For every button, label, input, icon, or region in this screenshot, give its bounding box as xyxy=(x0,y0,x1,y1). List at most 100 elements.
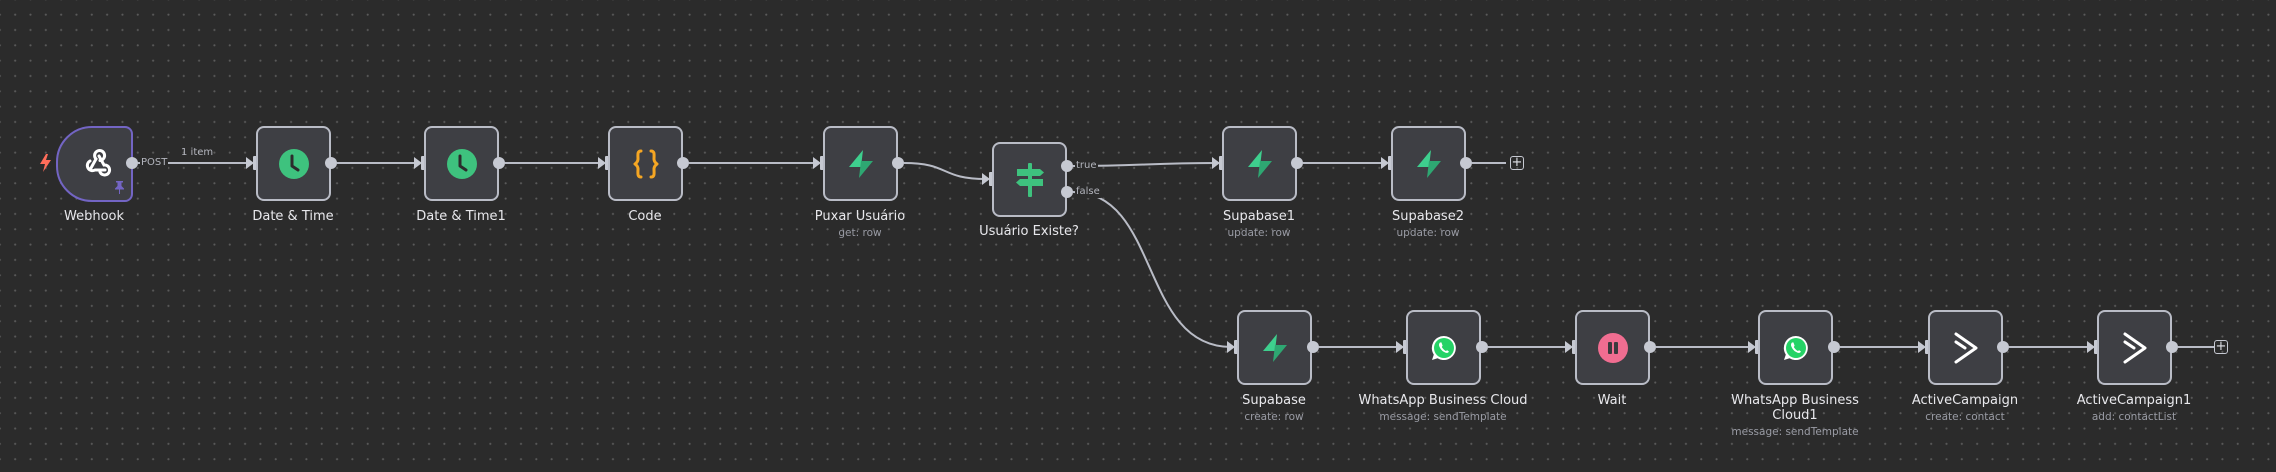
if-false-label: false xyxy=(1075,186,1101,198)
arrow-head xyxy=(813,157,821,169)
datetime1-output-handle[interactable] xyxy=(493,157,505,169)
node-label: ActiveCampaign create: contact xyxy=(1880,393,2050,424)
arrow-head xyxy=(246,157,254,169)
node-date-time1[interactable] xyxy=(424,126,499,201)
node-label: Date & Time1 xyxy=(376,209,546,224)
arrow-head xyxy=(1381,157,1389,169)
node-title: ActiveCampaign1 xyxy=(2076,393,2192,408)
whatsapp-icon xyxy=(1776,328,1816,368)
arrow-head xyxy=(1918,341,1926,353)
webhook-icon xyxy=(75,144,115,184)
node-label: Supabase1 update: row xyxy=(1174,209,1344,240)
code-braces-icon xyxy=(626,144,666,184)
node-label: WhatsApp Business Cloud1 message: sendTem… xyxy=(1730,393,1860,439)
node-title: WhatsApp Business Cloud xyxy=(1358,393,1528,408)
node-supabase2[interactable] xyxy=(1391,126,1466,201)
signpost-icon xyxy=(1010,160,1050,200)
datetime-output-handle[interactable] xyxy=(325,157,337,169)
puxar-output-handle[interactable] xyxy=(892,157,904,169)
supabase2-output-handle[interactable] xyxy=(1460,157,1472,169)
node-title: Supabase1 xyxy=(1223,209,1295,224)
arrow-head xyxy=(1396,341,1404,353)
node-subtitle: get: row xyxy=(838,227,882,239)
node-subtitle: message: sendTemplate xyxy=(1731,426,1859,438)
node-activecampaign[interactable] xyxy=(1928,310,2003,385)
node-title: Date & Time xyxy=(252,209,334,224)
arrow-head xyxy=(1227,341,1235,353)
node-supabase[interactable] xyxy=(1237,310,1312,385)
arrow-head xyxy=(2087,341,2095,353)
if-true-label: true xyxy=(1075,160,1098,172)
node-subtitle: update: row xyxy=(1227,227,1291,239)
node-label: Code xyxy=(560,209,730,224)
arrow-head xyxy=(1212,157,1220,169)
supabase-icon xyxy=(841,144,881,184)
node-label: Puxar Usuário get: row xyxy=(775,209,945,240)
supabase-icon xyxy=(1255,328,1295,368)
clock-icon xyxy=(442,144,482,184)
node-date-time[interactable] xyxy=(256,126,331,201)
node-subtitle: create: contact xyxy=(1925,411,2005,423)
item-count-label: 1 item xyxy=(181,147,214,158)
supabase-icon xyxy=(1240,144,1280,184)
node-subtitle: create: row xyxy=(1244,411,1304,423)
activecampaign-icon xyxy=(1946,328,1986,368)
activecampaign-icon xyxy=(2115,328,2155,368)
node-webhook[interactable] xyxy=(56,126,133,202)
node-title: Wait xyxy=(1597,393,1627,408)
webhook-output-handle[interactable] xyxy=(126,157,138,169)
node-title: Supabase2 xyxy=(1392,209,1464,224)
node-whatsapp-business-cloud1[interactable] xyxy=(1758,310,1833,385)
wait-output-handle[interactable] xyxy=(1644,341,1656,353)
node-subtitle: update: row xyxy=(1396,227,1460,239)
clock-icon xyxy=(274,144,314,184)
node-title: WhatsApp Business Cloud1 xyxy=(1731,393,1859,423)
pause-icon xyxy=(1593,328,1633,368)
trigger-bolt-icon xyxy=(40,154,51,172)
node-subtitle: message: sendTemplate xyxy=(1379,411,1507,423)
node-whatsapp-business-cloud[interactable] xyxy=(1406,310,1481,385)
node-code[interactable] xyxy=(608,126,683,201)
supabase-output-handle[interactable] xyxy=(1307,341,1319,353)
supabase-icon xyxy=(1409,144,1449,184)
node-title: Date & Time1 xyxy=(416,209,506,224)
arrow-head xyxy=(1748,341,1756,353)
node-label: Usuário Existe? xyxy=(944,224,1114,239)
arrow-head xyxy=(1565,341,1573,353)
node-label: Supabase2 update: row xyxy=(1343,209,1513,240)
node-label: Webhook xyxy=(9,209,179,224)
node-title: Usuário Existe? xyxy=(979,224,1079,239)
node-title: Webhook xyxy=(63,209,125,224)
arrow-head xyxy=(982,173,990,185)
ac1-output-handle[interactable] xyxy=(2166,341,2178,353)
supabase1-output-handle[interactable] xyxy=(1291,157,1303,169)
node-subtitle: add: contactList xyxy=(2091,411,2177,423)
arrow-head xyxy=(598,157,606,169)
node-activecampaign1[interactable] xyxy=(2097,310,2172,385)
node-supabase1[interactable] xyxy=(1222,126,1297,201)
add-node-button[interactable]: + xyxy=(1510,155,1524,170)
whatsapp1-output-handle[interactable] xyxy=(1828,341,1840,353)
node-puxar-usuario[interactable] xyxy=(823,126,898,201)
node-title: Puxar Usuário xyxy=(814,209,906,224)
node-label: Wait xyxy=(1527,393,1697,408)
if-true-output-handle[interactable] xyxy=(1061,160,1073,172)
if-false-output-handle[interactable] xyxy=(1061,186,1073,198)
whatsapp-output-handle[interactable] xyxy=(1476,341,1488,353)
node-label: Date & Time xyxy=(208,209,378,224)
node-label: WhatsApp Business Cloud message: sendTemp… xyxy=(1358,393,1528,424)
add-node-button[interactable]: + xyxy=(2214,339,2228,354)
pin-icon[interactable] xyxy=(114,181,125,194)
node-usuario-existe[interactable] xyxy=(992,142,1067,217)
node-title: Supabase xyxy=(1242,393,1306,408)
node-title: ActiveCampaign xyxy=(1911,393,2019,408)
ac-output-handle[interactable] xyxy=(1997,341,2009,353)
node-title: Code xyxy=(628,209,662,224)
arrow-head xyxy=(414,157,422,169)
node-label: ActiveCampaign1 add: contactList xyxy=(2049,393,2219,424)
node-wait[interactable] xyxy=(1575,310,1650,385)
webhook-output-label: POST xyxy=(140,157,169,169)
connection-puxar-if xyxy=(903,162,987,180)
code-output-handle[interactable] xyxy=(677,157,689,169)
